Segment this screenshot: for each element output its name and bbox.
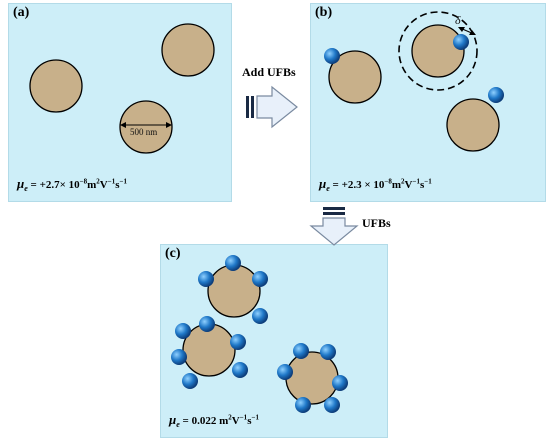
bubble: [198, 271, 214, 287]
particle: [29, 59, 83, 113]
mobility-a: μe = +2.7× 10−8m2V−1s−1: [17, 175, 128, 193]
panel-c-drawing: [171, 255, 348, 413]
bubble: [182, 373, 198, 389]
bubble: [230, 334, 246, 350]
bubble: [324, 48, 340, 64]
scale-bar-label: 500 nm: [130, 127, 158, 137]
delta-label: δ: [455, 13, 461, 27]
bubble: [252, 308, 268, 324]
particle: [207, 264, 261, 318]
panel-b: (b) δ μe = +2.3 × 10−8m2V−1s−1: [310, 3, 546, 202]
bubble: [488, 87, 504, 103]
particle: [328, 50, 382, 104]
panel-b-drawing: [324, 11, 504, 152]
panel-c: (c) μe = 0.022 m2V−1s−: [160, 244, 388, 438]
particle: [161, 23, 215, 77]
bubble: [295, 397, 311, 413]
panel-b-tag: (b): [315, 5, 333, 20]
bubble: [199, 316, 215, 332]
delta-arrow: [458, 27, 476, 35]
bubble: [225, 255, 241, 271]
scale-bar-arrow: [120, 122, 172, 128]
particle: [119, 100, 173, 154]
particle: [285, 351, 339, 405]
panel-a: (a) 500 nm μe = +2.7× 10−8m2V−1s−1: [8, 3, 232, 202]
bubble: [453, 34, 469, 50]
down-arrow-icon: [309, 207, 359, 246]
particle: [411, 24, 465, 78]
bubble: [332, 375, 348, 391]
add-ufbs-label: Add UFBs: [242, 65, 296, 79]
bubble: [277, 364, 293, 380]
mobility-c: μe = 0.022 m2V−1s−1: [169, 411, 259, 429]
bubble: [175, 323, 191, 339]
panel-c-tag: (c): [165, 246, 181, 261]
ufbs-label: UFBs: [362, 216, 391, 230]
panel-a-tag: (a): [13, 5, 30, 20]
right-arrow-icon: [246, 85, 298, 129]
bubble: [171, 349, 187, 365]
mobility-b: μe = +2.3 × 10−8m2V−1s−1: [319, 175, 432, 193]
panel-a-drawing: [29, 23, 215, 154]
bubble: [320, 344, 336, 360]
bubble: [324, 397, 340, 413]
bubble: [252, 271, 268, 287]
bubble: [293, 343, 309, 359]
particle: [446, 98, 500, 152]
bubble: [232, 362, 248, 378]
shear-plane-ring: [398, 11, 478, 91]
